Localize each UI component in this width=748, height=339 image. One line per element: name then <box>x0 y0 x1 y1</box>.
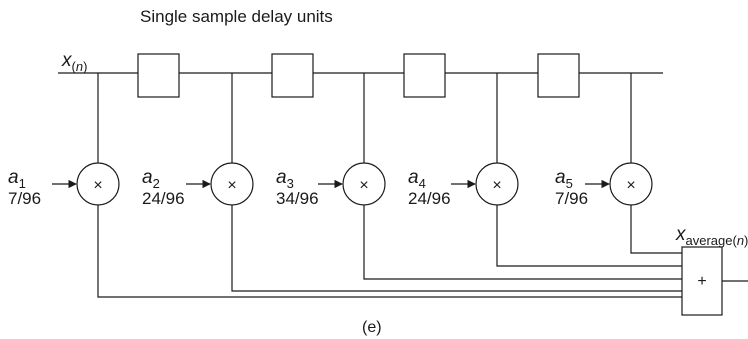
multiplier-4: × <box>475 162 519 206</box>
multiplier-1: × <box>76 162 120 206</box>
product-line-2 <box>231 205 682 292</box>
multiply-icon: × <box>93 177 102 194</box>
multiply-icon: × <box>626 177 635 194</box>
product-line-5 <box>630 205 682 254</box>
multiplier-2: × <box>210 162 254 206</box>
coef-value-4: 24/96 <box>408 189 451 208</box>
multiply-icon: × <box>227 177 236 194</box>
multiplier-5: × <box>609 162 653 206</box>
summing-junction <box>681 246 723 316</box>
coef-value-3: 34/96 <box>276 189 319 208</box>
output-signal-label: xaverage(n) <box>675 224 748 248</box>
product-line-3 <box>363 205 682 280</box>
multiply-icon: × <box>359 177 368 194</box>
coef-label-2: a2 <box>142 167 160 191</box>
delay-unit-2 <box>271 53 314 98</box>
delay-unit-3 <box>403 53 446 98</box>
product-line-4 <box>496 205 682 267</box>
coef-value-1: 7/96 <box>8 189 41 208</box>
coef-label-3: a3 <box>276 167 294 191</box>
product-line-1 <box>97 205 682 298</box>
coef-value-2: 24/96 <box>142 189 185 208</box>
figure-caption: (e) <box>362 319 382 336</box>
multiplier-3: × <box>342 162 386 206</box>
delay-unit-1 <box>137 53 180 98</box>
input-signal-label: x(n) <box>61 50 87 74</box>
coef-label-1: a1 <box>8 167 26 191</box>
coef-value-5: 7/96 <box>555 189 588 208</box>
plus-icon: + <box>697 273 706 290</box>
delay-unit-4 <box>537 53 580 98</box>
diagram-title: Single sample delay units <box>140 7 333 26</box>
coef-label-4: a4 <box>408 167 426 191</box>
coef-label-5: a5 <box>555 167 573 191</box>
multiply-icon: × <box>492 177 501 194</box>
